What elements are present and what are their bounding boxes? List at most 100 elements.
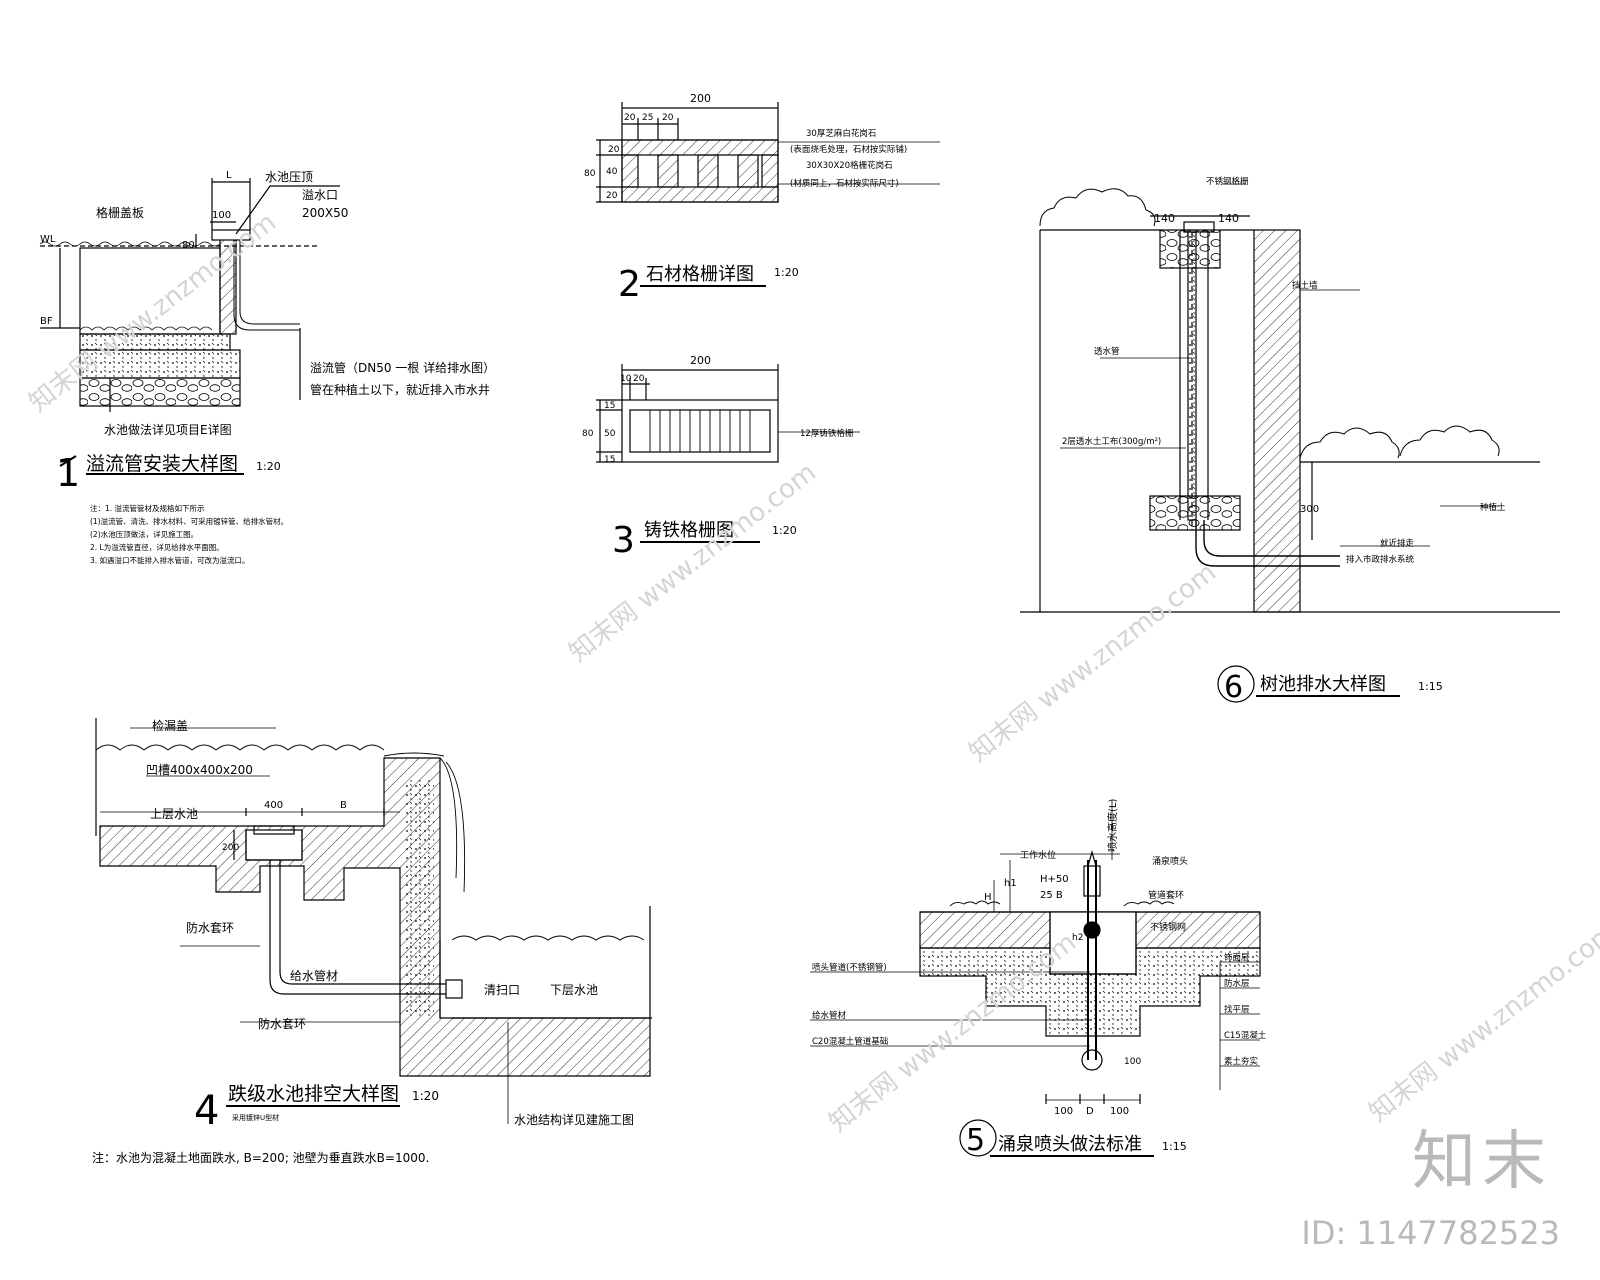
d3-title: 铸铁格栅图: [644, 520, 734, 541]
d2-dim-side-20b: 20: [606, 191, 618, 201]
d2-number: 2: [618, 264, 641, 305]
d1-dim-100: 100: [212, 210, 231, 221]
d4-label-ring1: 防水套环: [186, 920, 234, 935]
d1-title: 溢流管安装大样图: [86, 453, 238, 475]
d2-label-4: (材质同上，石材按实际尺寸): [790, 178, 899, 189]
d5-label-h2: h2: [1072, 933, 1083, 943]
d6-label-pipe: 透水管: [1094, 346, 1120, 357]
d1-note-2: (1)溢流管、清洗、排水材料、可采用镀锌管、给排水管材。: [90, 516, 288, 526]
d3-dim-side-15b: 15: [604, 455, 615, 465]
d2-label-3: 30X30X20格栅花岗石: [806, 160, 893, 171]
d1-label-bf: BF: [40, 316, 53, 327]
d5-layer-3: 找平层: [1224, 1004, 1250, 1015]
d5-label-h: H: [984, 892, 992, 903]
d5-dim-100c: 100: [1124, 1057, 1141, 1067]
d5-label-left1: 喷头管道(不锈钢管): [812, 962, 887, 973]
d2-dim-20b: 20: [662, 113, 674, 123]
d4-label-lower: 下层水池: [550, 983, 598, 997]
d3-label: 12厚铸铁格栅: [800, 428, 854, 439]
d5-label-25b: 25 B: [1040, 890, 1063, 901]
d4-dim-200: 200: [222, 843, 239, 853]
d3-dim-10: 10: [620, 374, 632, 384]
detail-6-tree-pit-drainage: [1020, 183, 1560, 703]
d2-dim-20a: 20: [624, 113, 636, 123]
d4-dim-b: B: [340, 800, 347, 811]
d1-note-3: (2)水池压顶做法，详见施工图。: [90, 529, 198, 539]
d5-label-wl: 工作水位: [1020, 849, 1056, 861]
d1-label-coping: 水池压顶: [265, 170, 313, 184]
detail-1-overflow-pipe: [39, 178, 340, 467]
d4-number: 4: [194, 1088, 219, 1134]
d5-layer-1: 饰面层: [1224, 952, 1250, 963]
d4-label-upper: 上层水池: [150, 807, 198, 821]
d3-dim-side-50: 50: [604, 429, 616, 439]
d6-label-top: 不锈钢格栅: [1206, 176, 1249, 187]
d2-label-1: 30厚芝麻白花岗石: [806, 128, 876, 139]
d3-scale: 1:20: [772, 524, 797, 537]
d1-note-4: 2. L为溢流管直径，详见给排水平面图。: [90, 542, 224, 552]
detail-3-cast-iron-grating: [596, 364, 860, 543]
d6-label-drain1: 就近排走: [1380, 538, 1415, 549]
d3-dim-20: 20: [633, 374, 645, 384]
d1-label-wl: WL: [40, 234, 56, 245]
d6-label-wall: 挡土墙: [1292, 280, 1318, 291]
d6-dim-300: 300: [1300, 504, 1319, 515]
d4-label-pipe: 给水管材: [290, 968, 338, 983]
d4-scale: 1:20: [412, 1089, 439, 1103]
d6-title: 树池排水大样图: [1260, 674, 1386, 695]
d2-dim-200: 200: [690, 92, 711, 105]
d1-number: 1: [56, 451, 80, 495]
d5-label-left3: C20混凝土管道基础: [812, 1036, 888, 1047]
detail-4-cascade-pool-drain: [95, 718, 652, 1124]
d5-layer-4: C15混凝土: [1224, 1030, 1267, 1041]
d1-label-outlet: 溢水口: [302, 188, 338, 202]
d5-layer-2: 防水层: [1224, 978, 1250, 989]
d4-label-clean: 清扫口: [484, 983, 520, 997]
d2-dim-side-40: 40: [606, 167, 618, 177]
d1-label-method: 水池做法详见项目E详图: [104, 422, 232, 437]
d5-dim-d: D: [1086, 1106, 1094, 1117]
d4-title: 跌级水池排空大样图: [228, 1083, 399, 1105]
d5-layer-5: 素土夯实: [1224, 1056, 1258, 1067]
d4-dim-400: 400: [264, 800, 283, 811]
d1-scale: 1:20: [256, 460, 281, 473]
detail-5-fountain-nozzle: [810, 800, 1261, 1157]
d6-dim-140b: 140: [1218, 212, 1239, 225]
d3-number: 3: [612, 520, 635, 561]
d1-label-cover: 格栅盖板: [96, 205, 144, 220]
d2-dim-side-80: 80: [584, 169, 596, 179]
d2-scale: 1:20: [774, 266, 799, 279]
brand-id: ID: 1147782523: [1301, 1214, 1560, 1252]
d5-label-mesh: 不锈钢网: [1150, 921, 1186, 933]
d5-title: 涌泉喷头做法标准: [998, 1134, 1142, 1155]
d1-note-5: 3. 如遇溢口不能排入排水管道，可改为溢流口。: [90, 555, 250, 565]
d5-scale: 1:15: [1162, 1140, 1187, 1153]
d4-label-struct: 水池结构详见建施工图: [514, 1112, 634, 1127]
d5-number: 5: [966, 1123, 985, 1158]
d4-label-cover: 检漏盖: [152, 718, 188, 733]
d5-label-ring: 管道套环: [1148, 889, 1184, 901]
d5-label-height: 喷水高度(L): [1106, 799, 1119, 852]
d5-label-left2: 给水管材: [812, 1010, 847, 1021]
d2-dim-side-20a: 20: [608, 145, 620, 155]
d6-scale: 1:15: [1418, 680, 1443, 693]
detail-2-stone-grating: [596, 102, 940, 287]
d6-dim-140a: 140: [1154, 212, 1175, 225]
d1-label-outlet-size: 200X50: [302, 206, 348, 220]
d4-note: 注：水池为混凝土地面跌水, B=200; 池壁为垂直跌水B=1000.: [92, 1150, 429, 1165]
d1-note-1: 注：1. 溢流管管材及规格如下所示: [90, 503, 205, 513]
d2-dim-25: 25: [642, 113, 653, 123]
d2-label-2: (表面烧毛处理，石材按实际铺): [790, 144, 907, 155]
d4-subtitle: 采用镀锌U型材: [232, 1113, 279, 1122]
d6-number: 6: [1224, 670, 1243, 705]
d6-label-drain2: 排入市政排水系统: [1346, 554, 1415, 565]
d3-dim-side-80: 80: [582, 429, 594, 439]
d1-dim-l: L: [226, 170, 232, 181]
d5-dim-100a: 100: [1054, 1106, 1073, 1117]
d2-title: 石材格栅详图: [646, 264, 754, 285]
d6-label-geo: 2层透水土工布(300g/m²): [1062, 436, 1161, 447]
d4-label-ring2: 防水套环: [258, 1016, 306, 1031]
d5-label-h1: h1: [1004, 878, 1017, 889]
d3-dim-200: 200: [690, 354, 711, 367]
